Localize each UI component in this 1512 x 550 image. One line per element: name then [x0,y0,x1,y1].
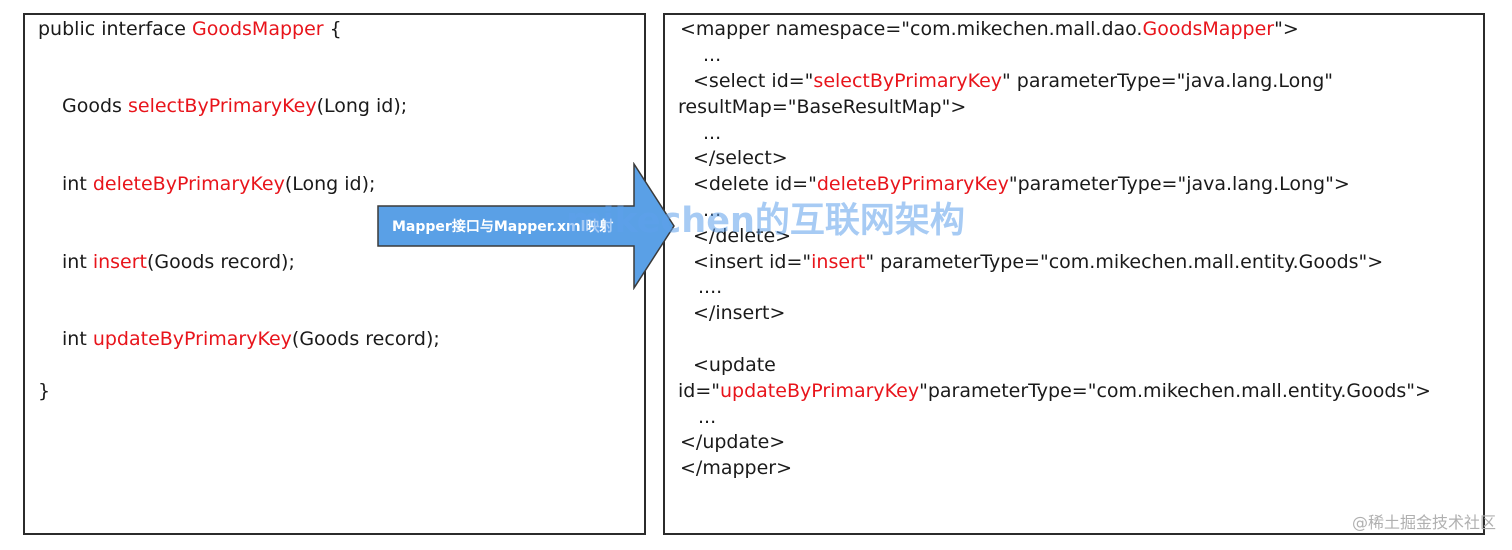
code-text: "parameterType="java.lang.Long"> [1008,173,1350,195]
select-resultmap-line: resultMap="BaseResultMap"> [678,95,966,119]
highlighted-identifier: updateByPrimaryKey [720,380,920,402]
code-text: (Goods record); [146,251,295,273]
code-text: <insert id=" [693,251,812,273]
center-watermark: mikechen的互联网架构 [566,201,965,241]
update-method-line: int updateByPrimaryKey(Goods record); [62,327,440,351]
code-text: </update> [680,431,786,453]
code-text: ... [703,44,722,66]
code-text: ... [703,199,722,221]
mapping-arrow-label: Mapper接口与Mapper.xml映射 [392,219,614,235]
insert-close-line: </insert> [693,301,785,325]
code-text: .... [698,276,723,298]
java-interface-panel: public interface GoodsMapper { Goods sel… [23,13,646,535]
footer-watermark: @稀土掘金技术社区 [1351,513,1496,532]
code-text: int [62,328,93,350]
delete-close-line: </delete> [693,224,791,248]
code-text: } [38,380,51,402]
highlighted-identifier: GoodsMapper [192,18,324,40]
select-method-line: Goods selectByPrimaryKey(Long id); [62,94,407,118]
code-text: Goods [62,95,128,117]
highlighted-identifier: deleteByPrimaryKey [816,173,1009,195]
code-text: <select id=" [693,70,814,92]
mapper-close-line: </mapper> [680,456,792,480]
highlighted-identifier: deleteByPrimaryKey [92,173,285,195]
code-text: " parameterType="com.mikechen.mall.entit… [865,251,1384,273]
code-text: " parameterType="java.lang.Long" [1002,70,1334,92]
ellipsis-line: ... [698,405,716,429]
highlighted-identifier: insert [92,251,147,273]
closing-brace-line: } [38,379,50,403]
code-text: ... [703,122,722,144]
code-text: (Long id); [316,95,408,117]
mapping-arrow-shape [377,162,675,290]
code-text: </mapper> [680,457,793,479]
ellipsis-line: ... [703,198,721,222]
update-close-line: </update> [680,430,785,454]
code-text: { [323,18,342,40]
mapper-xml-panel: <mapper namespace="com.mikechen.mall.dao… [663,13,1485,535]
code-text: <mapper namespace="com.mikechen.mall.dao… [680,18,1143,40]
code-text: (Long id); [284,173,376,195]
code-text: </delete> [693,225,792,247]
code-text: </insert> [693,302,786,324]
highlighted-identifier: selectByPrimaryKey [127,95,317,117]
highlighted-identifier: selectByPrimaryKey [813,70,1003,92]
code-text: "> [1274,18,1299,40]
delete-open-line: <delete id="deleteByPrimaryKey"parameter… [693,172,1350,196]
ellipsis-line: ... [703,43,721,67]
code-text: "parameterType="com.mikechen.mall.entity… [919,380,1431,402]
update-id-line: id="updateByPrimaryKey"parameterType="co… [678,379,1431,403]
select-open-line: <select id="selectByPrimaryKey" paramete… [693,69,1333,93]
interface-declaration-line: public interface GoodsMapper { [38,17,342,41]
insert-open-line: <insert id="insert" parameterType="com.m… [693,250,1383,274]
update-open-line: <update [693,353,776,377]
select-close-line: </select> [693,146,788,170]
insert-method-line: int insert(Goods record); [62,250,295,274]
code-text: <update [693,354,776,376]
ellipsis-line: .... [698,275,722,299]
code-text: id=" [678,380,720,402]
code-text: int [62,251,93,273]
highlighted-identifier: updateByPrimaryKey [92,328,292,350]
delete-method-line: int deleteByPrimaryKey(Long id); [62,172,375,196]
code-text: resultMap="BaseResultMap"> [678,96,967,118]
code-text: int [62,173,93,195]
code-text: </select> [693,147,788,169]
highlighted-identifier: GoodsMapper [1142,18,1275,40]
code-text: public interface [38,18,192,40]
highlighted-identifier: insert [811,251,866,273]
mapper-open-line: <mapper namespace="com.mikechen.mall.dao… [680,17,1299,41]
ellipsis-line: ... [703,121,721,145]
code-text: (Goods record); [291,328,440,350]
mapping-arrow [377,162,675,290]
code-text: <delete id=" [693,173,817,195]
code-text: ... [698,406,717,428]
